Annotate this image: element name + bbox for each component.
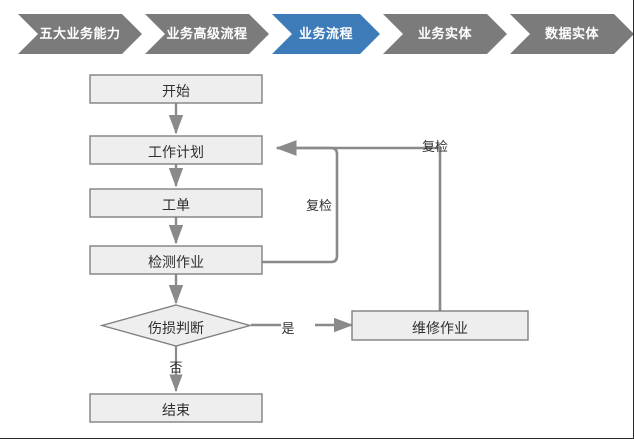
breadcrumb-chevron-1[interactable] [145, 14, 269, 54]
breadcrumb-shapes [18, 14, 634, 54]
node-work-order-shape[interactable] [89, 188, 263, 218]
node-inspection-shape[interactable] [89, 245, 263, 275]
breadcrumb-chevron-4[interactable] [510, 14, 634, 54]
edge-repair-recheck-loop [275, 140, 442, 311]
node-start-shape[interactable] [89, 74, 263, 104]
edge-inspection-recheck-loop [262, 140, 339, 264]
node-end-shape[interactable] [89, 393, 263, 423]
node-work-plan-shape[interactable] [89, 135, 263, 165]
breadcrumb-chevron-3[interactable] [383, 14, 507, 54]
node-damage-check-shape[interactable] [99, 304, 253, 347]
node-repair-shape[interactable] [351, 310, 529, 341]
breadcrumb-chevron-2[interactable] [272, 14, 380, 54]
breadcrumb-chevron-0[interactable] [18, 14, 142, 54]
